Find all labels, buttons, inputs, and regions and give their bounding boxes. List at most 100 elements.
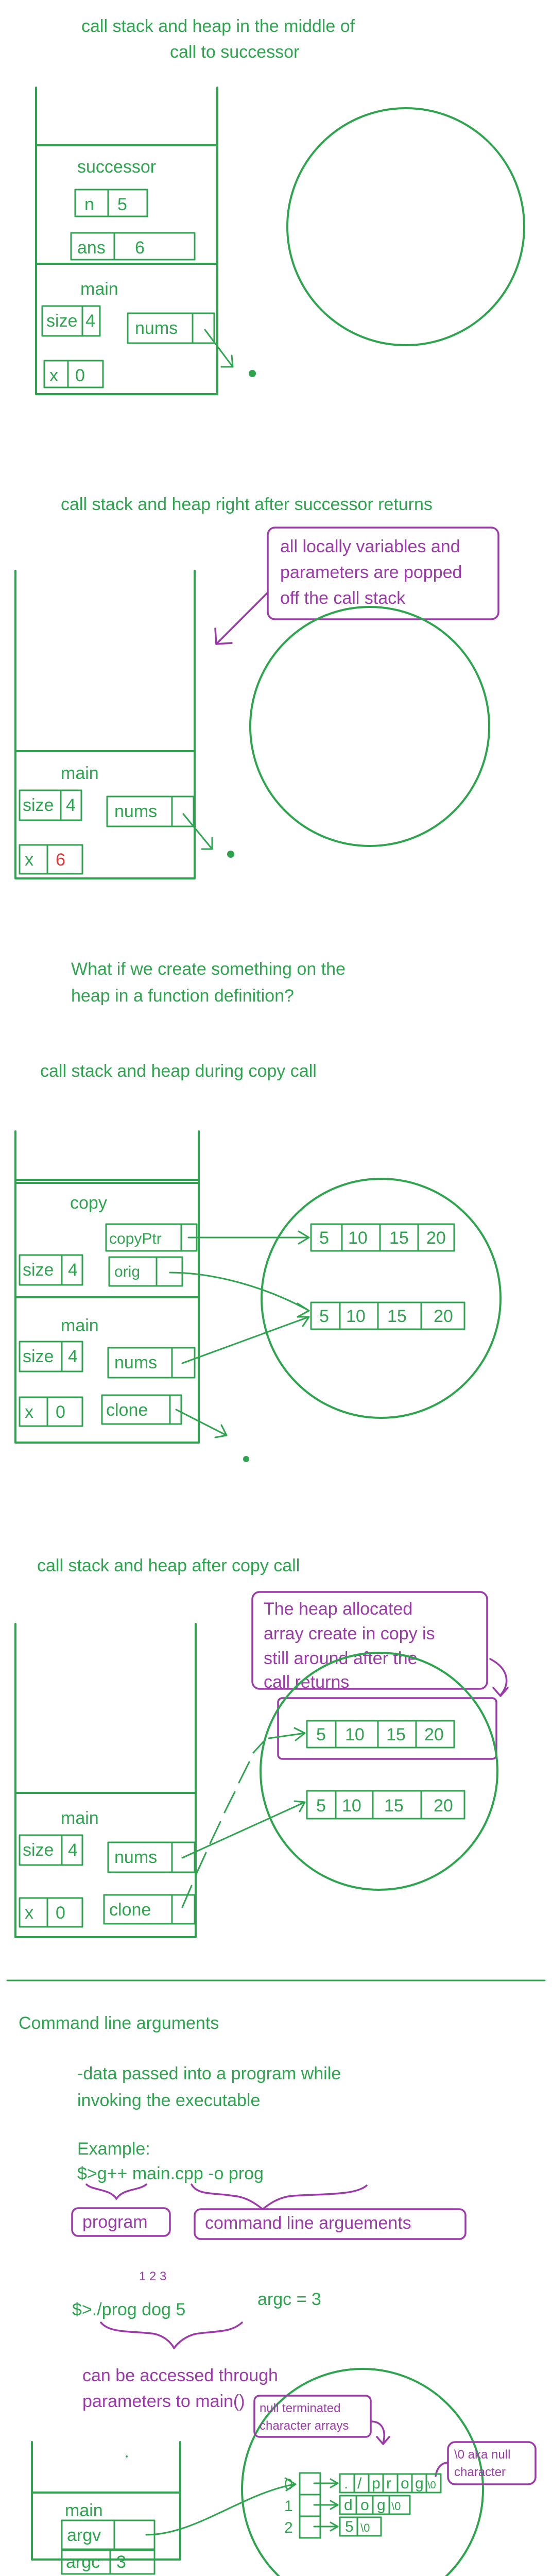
- section-after-successor: call stack and heap right after successo…: [14, 495, 499, 879]
- var-argc-value: 3: [116, 2552, 126, 2572]
- array-cell: 5: [316, 1796, 326, 1816]
- heap-note-arrow: [489, 1658, 508, 1696]
- cmd-args-desc-line1: -data passed into a program while: [77, 2064, 341, 2083]
- question-line2: heap in a function definition?: [71, 986, 294, 1006]
- question-block: What if we create something on the heap …: [71, 959, 346, 1006]
- array-cell: 5: [316, 1725, 326, 1744]
- var-size-value-2: 4: [66, 795, 76, 815]
- popped-note-line1: all locally variables and: [280, 537, 460, 556]
- var-size-value: 4: [85, 311, 95, 331]
- char-cell: r: [386, 2475, 391, 2492]
- array-cell: 15: [386, 1725, 406, 1744]
- var-size-label-3: size: [23, 1260, 54, 1280]
- var-ans-value: 6: [135, 238, 145, 258]
- char-cell: \0: [360, 2521, 370, 2534]
- var-x-value-4: 0: [56, 1903, 65, 1923]
- program-tag: program: [82, 2212, 148, 2232]
- heap-array-top-4: 5 10 15 20: [306, 1720, 455, 1749]
- var-copyptr-label: copyPtr: [109, 1230, 162, 1247]
- null-terminated-line1: null terminated: [260, 2401, 340, 2415]
- program-brace: [85, 2183, 147, 2200]
- char-cell: 5: [345, 2518, 354, 2535]
- char-cell: o: [401, 2475, 409, 2492]
- popped-note-line2: parameters are popped: [280, 563, 462, 582]
- var-size-box-3b: [19, 1341, 83, 1372]
- array-cell: 5: [319, 1307, 329, 1326]
- var-argc-label: argc: [66, 2552, 100, 2572]
- var-orig-label: orig: [114, 1263, 140, 1280]
- section2-title: call stack and heap right after successo…: [61, 495, 433, 514]
- section1-title-line1: call stack and heap in the middle of: [81, 16, 355, 36]
- char-cell: \0: [427, 2480, 436, 2491]
- char-cell: \0: [391, 2500, 401, 2513]
- example-label: Example:: [77, 2139, 150, 2159]
- array-cell: 15: [384, 1796, 404, 1816]
- access-line2: parameters to main(): [82, 2392, 245, 2411]
- popped-note-arrow: [215, 591, 269, 645]
- heap-circle-4: [260, 1652, 498, 1891]
- nums-arrow-3: [181, 1316, 310, 1364]
- var-ans-label: ans: [77, 238, 106, 258]
- argv2-char-array: 5 \0: [339, 2516, 382, 2537]
- null-char-line1: \0 aka null: [454, 2448, 510, 2462]
- var-x-box-4: [19, 1897, 83, 1928]
- clone-arrow-4-dashed: [181, 1732, 306, 1908]
- var-x-box-3: [19, 1396, 83, 1427]
- array-cell: 20: [424, 1725, 444, 1744]
- char-cell: g: [415, 2475, 424, 2492]
- args-brace: [191, 2183, 368, 2210]
- var-size-value-3: 4: [68, 1260, 78, 1280]
- var-x-label-2: x: [25, 850, 33, 870]
- access-line1: can be accessed through: [82, 2366, 278, 2385]
- var-nums-label-4: nums: [114, 1848, 157, 1867]
- heap-circle-2: [249, 606, 490, 847]
- var-nums-label-3: nums: [114, 1353, 157, 1372]
- array-cell: 15: [387, 1307, 407, 1326]
- char-cell: g: [377, 2497, 386, 2514]
- call-stack-outline-4: [14, 1623, 197, 1938]
- null-char-line2: character: [454, 2465, 506, 2479]
- var-size-value-3b: 4: [68, 1347, 78, 1366]
- var-n-value: 5: [117, 195, 127, 214]
- char-cell: .: [344, 2475, 348, 2492]
- var-size-label-2: size: [23, 795, 54, 815]
- var-size-box-2: [19, 789, 82, 821]
- var-clone-box: [101, 1394, 182, 1425]
- var-x-value: 0: [75, 366, 85, 385]
- frame-label-main-3: main: [61, 1316, 99, 1335]
- heap-circle-3: [261, 1178, 502, 1419]
- heap-persists-note-box: [251, 1591, 488, 1690]
- heap-circle: [286, 107, 525, 346]
- section-during-copy: call stack and heap during copy call cop…: [14, 1061, 502, 1462]
- array-cell: 5: [319, 1228, 329, 1248]
- call-stack-outline: [35, 87, 218, 395]
- var-clone-box-4: [103, 1894, 196, 1925]
- var-size-box-4: [19, 1834, 83, 1866]
- popped-note-box: [267, 527, 499, 620]
- call-stack-outline-5: [31, 2441, 181, 2561]
- arg-index-marks: 1 2 3: [139, 2269, 166, 2283]
- array-cell: 10: [346, 1307, 366, 1326]
- popped-note-line3: off the call stack: [280, 588, 406, 608]
- frame-label-copy: copy: [70, 1193, 107, 1213]
- char-cell: o: [360, 2497, 369, 2514]
- command-compile: $>g++ main.cpp -o prog: [77, 2164, 264, 2183]
- var-x-label-4: x: [25, 1903, 33, 1923]
- var-size-label-4: size: [23, 1840, 54, 1860]
- argv1-char-array: d o g \0: [339, 2495, 411, 2515]
- null-terminated-arrow: [370, 2420, 385, 2444]
- heap-array-bottom: 5 10 15 20: [310, 1301, 465, 1330]
- frame-label-main-2: main: [61, 764, 99, 783]
- frame-label-main-5: main: [65, 2501, 103, 2520]
- array-cell: 10: [348, 1228, 368, 1248]
- heap-note-line2: array create in copy is: [264, 1624, 435, 1643]
- var-nums-box: [127, 312, 215, 344]
- program-tag-box: [71, 2207, 171, 2237]
- heap-array-bottom-4: 5 10 15 20: [306, 1790, 465, 1820]
- argv-index: 2: [284, 2519, 293, 2536]
- heap-circle-5: [241, 2368, 484, 2576]
- var-orig-box: [108, 1256, 183, 1287]
- null-terminated-line2: character arrays: [260, 2419, 349, 2433]
- frame-label-successor: successor: [77, 157, 156, 177]
- char-cell: p: [372, 2475, 381, 2492]
